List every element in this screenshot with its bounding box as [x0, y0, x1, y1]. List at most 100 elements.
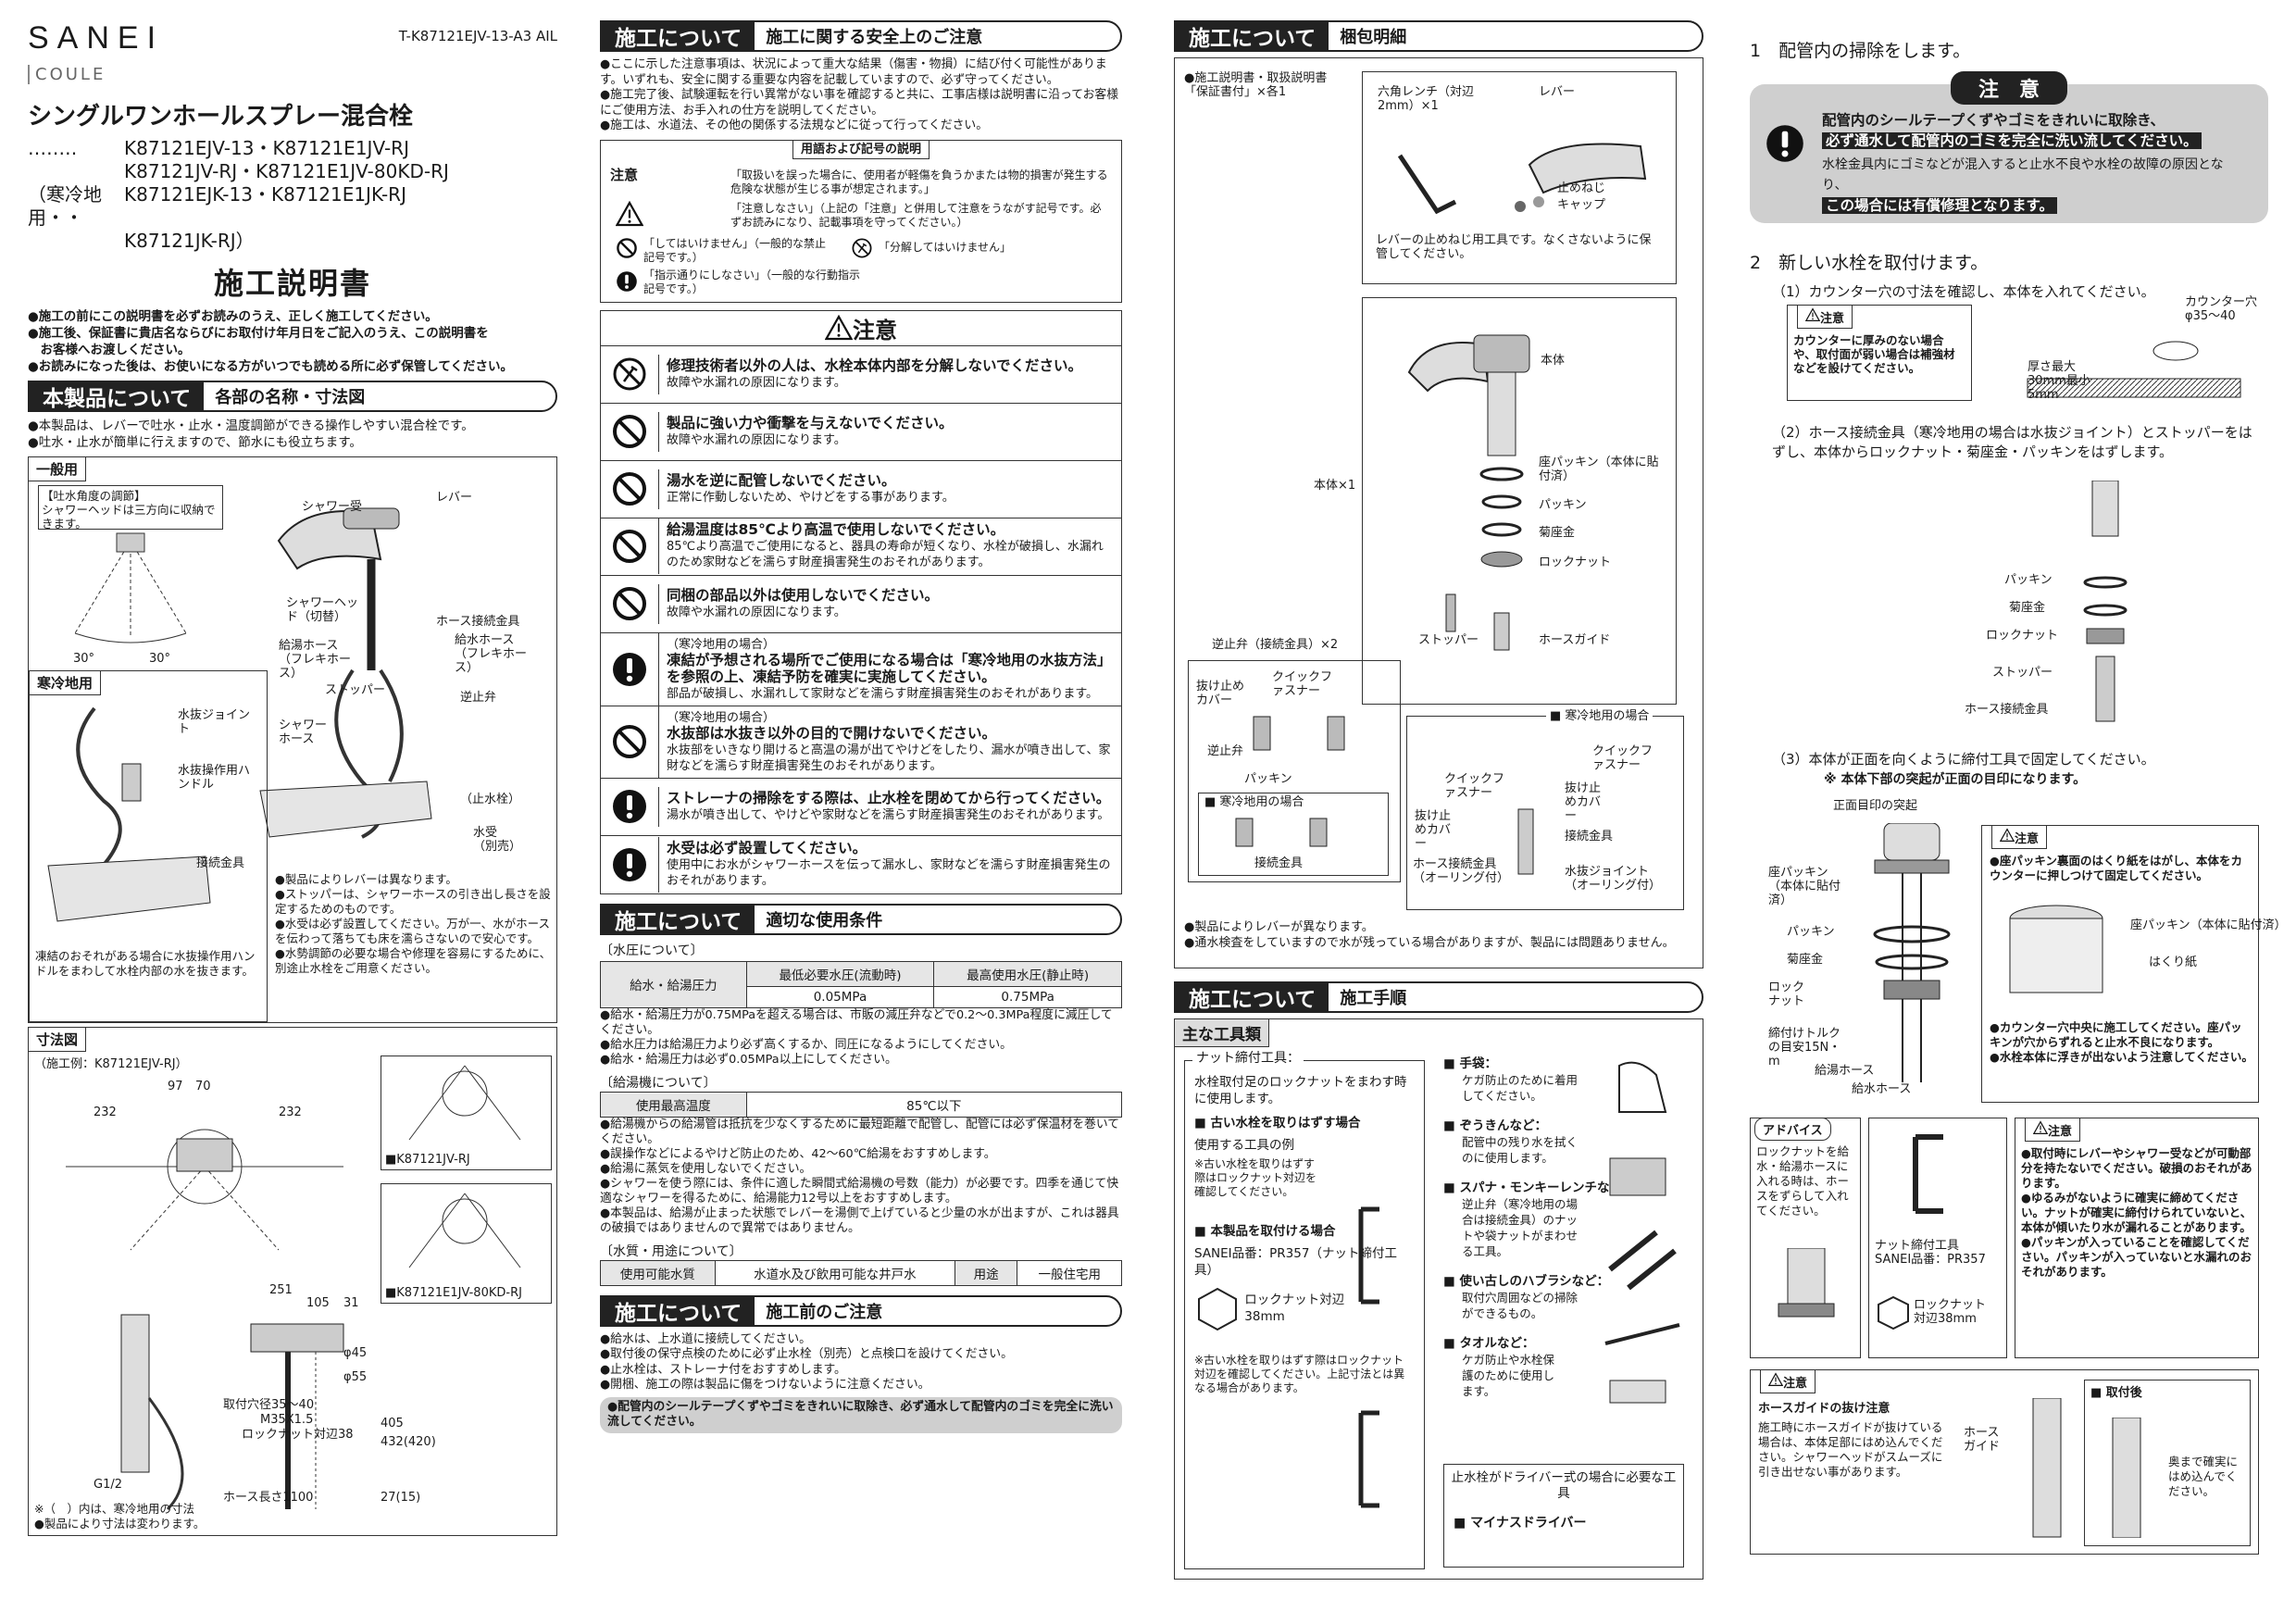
tab-cold: 寒冷地用 — [29, 670, 102, 695]
prohibit-icon — [611, 585, 648, 622]
dim-nut: ロックナット対辺38 — [242, 1428, 354, 1442]
label-fitting: 接続金具 — [1565, 830, 1614, 843]
caution-head-text: 注意 — [853, 317, 897, 344]
install-illustration — [1873, 823, 1951, 1082]
row-head: 修理技術者以外の人は、水栓本体内部を分解しないでください。 — [667, 356, 1083, 374]
dim-55: φ55 — [343, 1370, 368, 1384]
quality-row-head: 使用可能水質 — [600, 1259, 716, 1286]
dim-27: 27(15) — [381, 1491, 421, 1505]
mandatory-icon — [611, 788, 648, 825]
note-line: ●水勢調節の必要な場合や修理を容易にするために、別途止水栓をご用意ください。 — [275, 946, 552, 975]
caution-row: 製品に強い力や衝撃を与えないでください。故障や水漏れの原因になります。 — [601, 404, 1121, 461]
label-seat-packing: 座パッキン（本体に貼付済） — [1539, 456, 1659, 483]
section-title: 施工について — [1176, 983, 1329, 1011]
row-body: 水抜部をいきなり開けると高温の湯が出てやけどをしたり、漏水が噴き出して、家財など… — [667, 743, 1111, 773]
manual-title: 施工説明書 — [213, 266, 371, 301]
mandatory-icon — [611, 651, 648, 688]
tools-subbox: 六角レンチ（対辺2mm）×1 レバー 止めねじ キャップ レバーの止めねじ用工具… — [1362, 71, 1677, 284]
section-conditions-header: 施工について適切な使用条件 — [600, 903, 1122, 935]
driver-title: 止水栓がドライバー式の場合に必要な工具 — [1451, 1470, 1677, 1501]
term-caution: 注意 — [610, 166, 639, 183]
intro-line: ●施工の前にこの説明書を必ずお読みのうえ、正しく施工してください。 — [28, 309, 438, 324]
label-thickness: 厚さ最大30mm最小5mm — [2028, 360, 2090, 402]
cold-figure: 寒冷地用 水抜ジョイント 水抜操作用ハンドル 接続金具 凍結のおそれがある場合に… — [29, 670, 268, 1022]
towel-title: ■ タオルなど： — [1443, 1336, 1535, 1351]
seat-caution-line: ●座パッキン裏面のはくり紙をはがし、本体をカウンターに押しつけて固定してください… — [1990, 854, 2243, 882]
row-sub: （寒冷地用の場合） — [667, 637, 776, 652]
advice-text: ロックナットを給水・給湯ホースに入れる時は、ホースをずらして入れてください。 — [1756, 1144, 1850, 1218]
after-label: ■ 取付後 — [2090, 1386, 2142, 1400]
caution-row: 同梱の部品以外は使用しないでください。故障や水漏れの原因になります。 — [601, 576, 1121, 633]
angle-left-label: 30° — [73, 652, 95, 666]
label-hex-wrench: 六角レンチ（対辺2mm）×1 — [1378, 85, 1475, 113]
triangle-icon — [616, 200, 643, 228]
tool-label: ナット締付工具 SANEI品番：PR357 — [1875, 1239, 1986, 1267]
dim-thread: M35X1.5 — [260, 1413, 314, 1427]
nut-tool-desc: 水栓取付足のロックナットをまわす時に使用します。 — [1194, 1075, 1407, 1106]
section-title: 施工について — [602, 1296, 755, 1325]
step1-title: 1 配管内の掃除をします。 — [1750, 41, 1971, 61]
caution-table-head: 注意 — [601, 311, 1121, 346]
section-title: 施工について — [602, 22, 755, 50]
brand-logo: SANEI — [28, 20, 165, 56]
dim-70: 70 — [195, 1080, 211, 1093]
safety-intro-line: ●施工は、水道法、その他の関係する法規などに従って行ってください。 — [600, 119, 989, 132]
packing-docs: ●施工説明書・取扱説明書「保証書付」×各1 — [1184, 71, 1328, 99]
new-note: ※古い水栓を取りはずす際はロックナット対辺を確認してください。上記寸法とは異なる… — [1194, 1354, 1405, 1394]
gloves-desc: ケガ防止のために着用してください。 — [1462, 1073, 1578, 1103]
step2-title: 2 新しい水栓を取付けます。 — [1750, 253, 1989, 273]
row-body: 使用中にお水がシャワーホースを伝って漏水し、家財などを濡らす財産損害発生のおそれ… — [667, 857, 1111, 888]
label-stop-valve: （止水栓） — [460, 793, 521, 806]
dims-note: ※（ ）内は、寒冷地用の寸法 — [34, 1502, 194, 1516]
cold-note: 凍結のおそれがある場合に水抜操作用ハンドルをまわして水栓内部の水を抜きます。 — [35, 949, 256, 978]
use-value: 一般住宅用 — [1017, 1259, 1122, 1286]
label-hose-fitting: ホース接続金具 — [436, 615, 520, 629]
desc-line: ●吐水・止水が簡単に行えますので、節水にも役立ちます。 — [28, 435, 362, 450]
counter-caution: 注意 カウンターに厚みのない場合や、取付面が弱い場合は補強材などを設けてください… — [1787, 305, 1972, 401]
column-steps: 1 配管内の掃除をします。 注 意 配管内のシールテープくずやゴミをきれいに取除… — [1750, 20, 2287, 1605]
mandatory-icon — [611, 846, 648, 883]
angle-diagram — [74, 532, 187, 643]
note-line: ●給湯に蒸気を使用しないでください。 — [600, 1161, 812, 1176]
label-cover: 抜け止めカバー — [1196, 680, 1245, 707]
after-text: 奥まで確実にはめ込んでください。 — [2168, 1455, 2239, 1498]
counter-illustration — [2027, 341, 2241, 398]
section-title: 施工について — [1176, 22, 1329, 50]
body-parts-illustration — [1407, 334, 1530, 651]
row-head: 凍結が予想される場所でご使用になる場合は「寒冷地用の水抜方法」を参照の上、凍結予… — [667, 651, 1112, 685]
dim-hose-length: ホース長さ1100 — [223, 1491, 314, 1505]
note-line: ●通水検査をしていますので水が残っている場合がありますが、製品には問題ありません… — [1184, 936, 1675, 950]
section-safety-header: 施工について施工に関する安全上のご注意 — [600, 20, 1122, 52]
terms-box: 用語および記号の説明 注意 「取扱いを誤った場合に、使用者が軽傷を負うかまたは物… — [600, 139, 1122, 303]
section-subtitle: 梱包明細 — [1340, 28, 1407, 47]
label-washer: 菊座金 — [1539, 526, 1576, 540]
angle-right-label: 30° — [149, 652, 171, 666]
caution-word: 注意 — [1783, 1377, 1808, 1391]
fasten-caution-lines: ●取付時にレバーやシャワー受などが可動部分を持たないでください。破損のおそれがあ… — [2021, 1146, 2252, 1280]
intro-line: お客様へお渡しください。 — [28, 343, 191, 357]
fasten-caution-box: 注意 ●取付時にレバーやシャワー受などが可動部分を持たないでください。破損のおそ… — [2015, 1118, 2259, 1358]
heater-title: 〔給湯機について〕 — [600, 1075, 717, 1091]
dim-232-right: 232 — [279, 1106, 302, 1119]
dims-note: ●製品により寸法は変わります。 — [34, 1517, 206, 1530]
nut-38-label: ロックナット対辺38mm — [1914, 1298, 1987, 1326]
label-water-hose: 給水ホース（フレキホース） — [455, 633, 528, 675]
quality-table: 使用可能水質水道水及び飲用可能な井戸水用途一般住宅用 — [600, 1259, 1122, 1286]
label-lever: レバー — [436, 491, 473, 505]
label-washer: 菊座金 — [1787, 953, 1824, 967]
label-packing: パッキン — [1244, 772, 1292, 786]
prohibit-icon — [616, 237, 638, 259]
label-counter-hole: カウンター穴φ35～40 — [2185, 295, 2258, 323]
section-subtitle: 施工に関する安全上のご注意 — [766, 28, 983, 47]
pressure-row-head: 給水・給湯圧力 — [600, 960, 747, 1008]
row-body: 故障や水漏れの原因になります。 — [667, 432, 846, 447]
intro-line: ●お読みになった後は、お使いになる方がいつでも読める所に必ず保管してください。 — [28, 359, 513, 374]
note-line: ●止水栓は、ストレーナ付をおすすめします。 — [600, 1362, 846, 1377]
cold-models-label: （寒冷地用・・ — [28, 183, 102, 229]
tools-illustration — [1604, 1061, 1680, 1404]
label-fitting: 接続金具 — [196, 856, 245, 870]
prohibit-icon — [611, 470, 648, 507]
row-head: 給湯温度は85℃より高温で使用しないでください。 — [667, 521, 1005, 538]
row-body: 湯水が噴き出して、やけどや家財などを濡らす財産損害発生のおそれがあります。 — [667, 807, 1110, 822]
